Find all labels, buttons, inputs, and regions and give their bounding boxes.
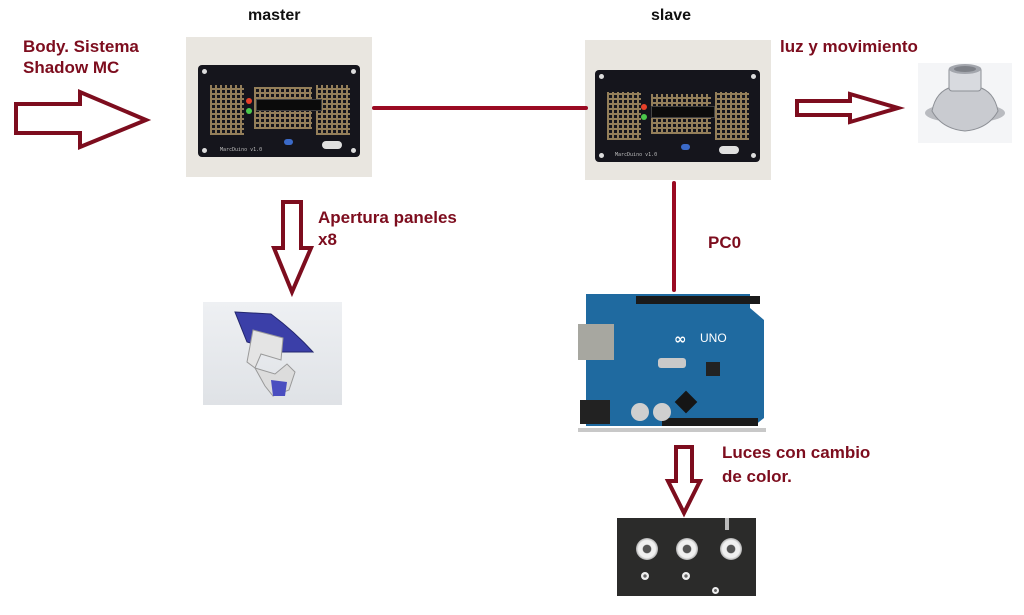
light-arrow-icon — [795, 91, 906, 125]
color-lights-image — [617, 518, 756, 596]
panels-label-line2: x8 — [318, 230, 337, 249]
master-label: master — [248, 7, 301, 24]
lights-arrow-icon — [664, 445, 704, 518]
uno-text: UNO — [700, 331, 727, 345]
slave-pcb: MarcDuino v1.0 — [595, 70, 760, 162]
lights-label-line2: de color. — [722, 467, 792, 486]
input-arrow-icon — [14, 88, 152, 150]
input-label-line2: Shadow MC — [23, 58, 120, 77]
panel-mechanism-icon — [234, 311, 315, 397]
slave-silk-text: MarcDuino v1.0 — [615, 152, 658, 158]
dome-light-image — [918, 63, 1012, 143]
arduino-board-icon: ∞ UNO — [578, 294, 766, 432]
pc0-label: PC0 — [708, 233, 742, 252]
master-board-image: MarcDuino v1.0 — [186, 37, 372, 177]
holoprojector-icon — [925, 64, 1005, 132]
input-label-line1: Body. Sistema — [23, 37, 139, 56]
arduino-uno-image: ∞ UNO — [578, 294, 766, 432]
panel-arrow-icon — [271, 200, 315, 298]
master-silk-text: MarcDuino v1.0 — [220, 147, 263, 153]
light-motion-label: luz y movimiento — [780, 37, 918, 56]
slave-label: slave — [651, 7, 692, 24]
panel-mechanism-image — [203, 302, 342, 405]
master-pcb: MarcDuino v1.0 — [198, 65, 360, 157]
slave-board-image: MarcDuino v1.0 — [585, 40, 771, 180]
lights-label-line1: Luces con cambio — [722, 443, 871, 462]
svg-text:∞: ∞ — [674, 330, 687, 348]
panels-label-line1: Apertura paneles — [318, 208, 457, 227]
